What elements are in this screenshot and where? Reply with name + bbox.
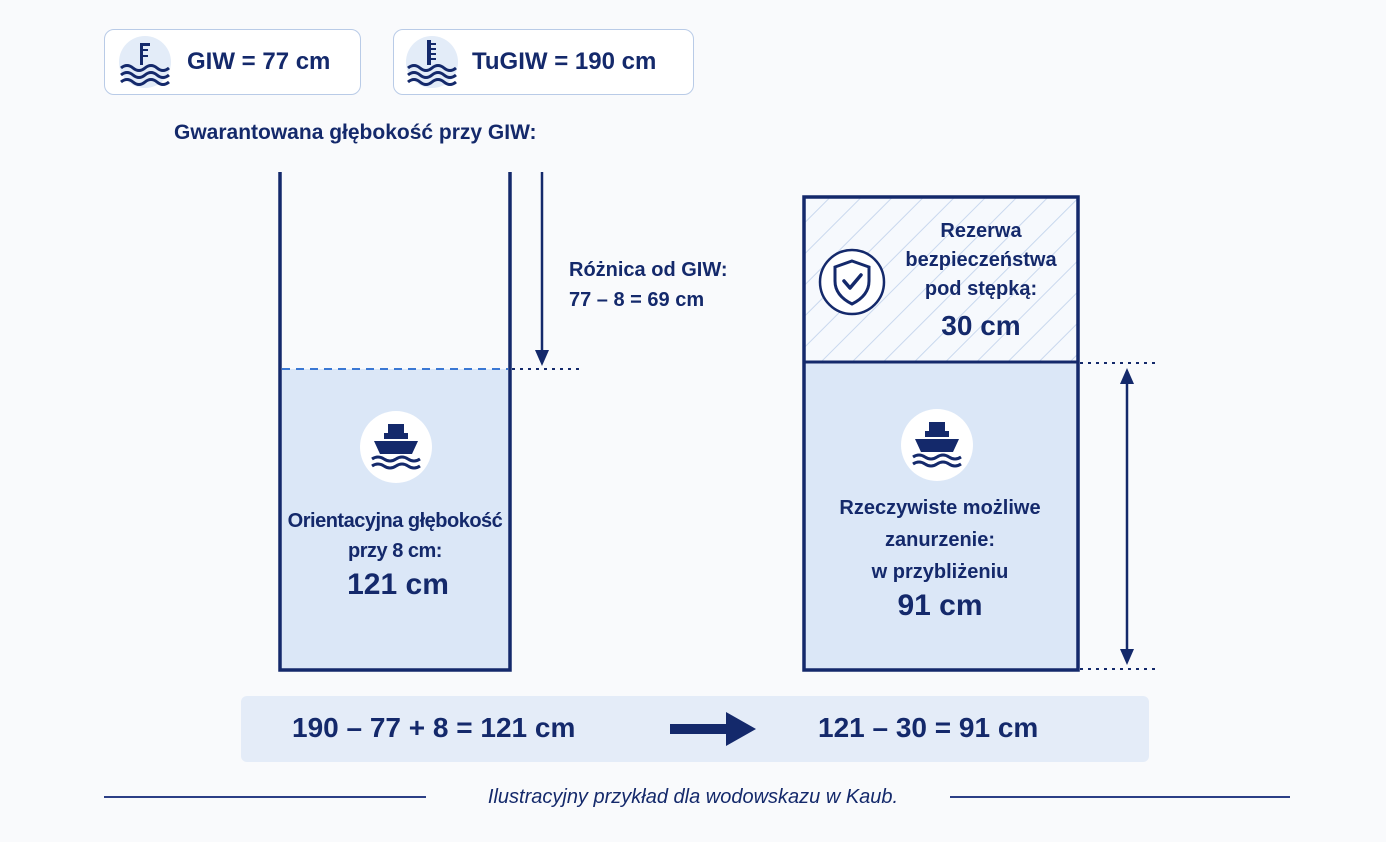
left-column-label: Orientacyjna głębokość przy 8 cm:	[280, 506, 510, 566]
arrow-right-icon	[670, 712, 756, 746]
page-heading: Gwarantowana głębokość przy GIW:	[174, 121, 537, 144]
difference-line2: 77 – 8 = 69 cm	[569, 289, 705, 311]
footnote-rule-right	[950, 796, 1290, 798]
shield-check-icon	[818, 248, 886, 316]
giw-label: GIW = 77 cm	[187, 48, 331, 75]
difference-arrow-head	[535, 350, 549, 366]
tugiw-badge: TuGIW = 190 cm	[393, 29, 694, 95]
left-column-outline	[278, 172, 512, 672]
right-label-line1: Rzeczywiste możliwe	[839, 497, 1041, 519]
formula-right: 121 – 30 = 91 cm	[818, 712, 1039, 743]
reserve-line2: bezpieczeństwa	[905, 249, 1057, 271]
water-gauge-icon	[119, 36, 171, 88]
left-label-line1: Orientacyjna głębokość	[287, 510, 503, 532]
reserve-line3: pod stępką:	[924, 278, 1038, 300]
right-column-outline	[802, 195, 1080, 672]
right-column-value: 91 cm	[897, 589, 983, 622]
reserve-value: 30 cm	[941, 310, 1021, 341]
formula-left: 190 – 77 + 8 = 121 cm	[292, 712, 576, 743]
ship-icon	[360, 411, 432, 483]
draft-arrow-top	[1120, 368, 1134, 384]
ship-icon	[901, 409, 973, 481]
draft-arrow-bottom	[1120, 649, 1134, 665]
left-column-value: 121 cm	[347, 568, 449, 601]
tugiw-label: TuGIW = 190 cm	[472, 48, 657, 75]
giw-badge: GIW = 77 cm	[104, 29, 361, 95]
right-column-label: Rzeczywiste możliwe zanurzenie: w przybl…	[810, 492, 1070, 588]
footnote: Ilustracyjny przykład dla wodowskazu w K…	[487, 786, 899, 808]
reserve-line1: Rezerwa	[940, 220, 1022, 242]
right-label-line3: w przybliżeniu	[871, 561, 1009, 583]
footnote-rule-left	[104, 796, 426, 798]
water-gauge-icon	[406, 36, 458, 88]
difference-line1: Różnica od GIW:	[569, 259, 728, 281]
reserve-label: Rezerwa bezpieczeństwa pod stępką:	[896, 217, 1066, 304]
right-label-line2: zanurzenie:	[884, 529, 996, 551]
left-label-line2: przy 8 cm:	[348, 540, 442, 562]
difference-text: Różnica od GIW: 77 – 8 = 69 cm	[569, 255, 728, 315]
